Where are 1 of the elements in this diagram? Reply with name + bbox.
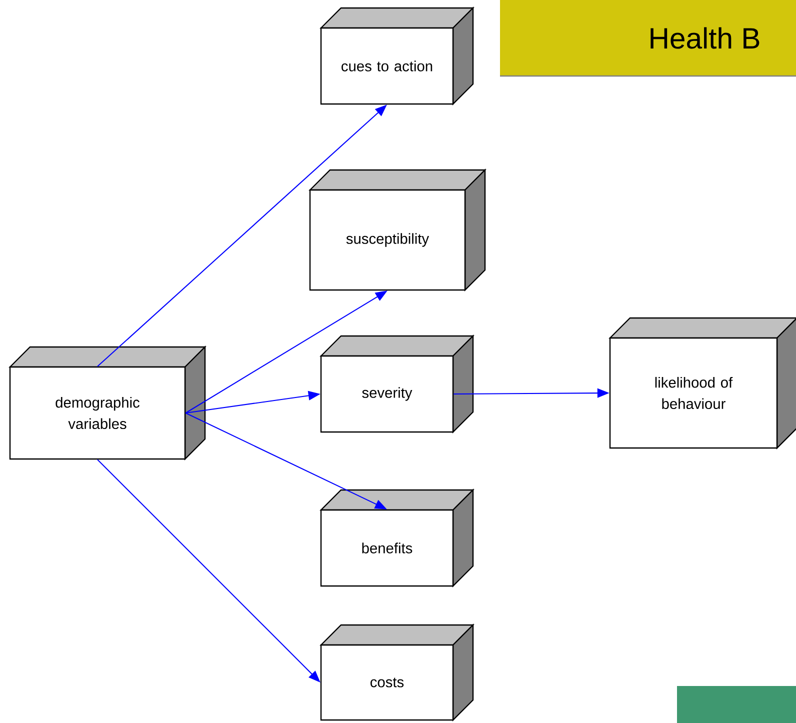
title-banner: Health B — [500, 0, 796, 77]
